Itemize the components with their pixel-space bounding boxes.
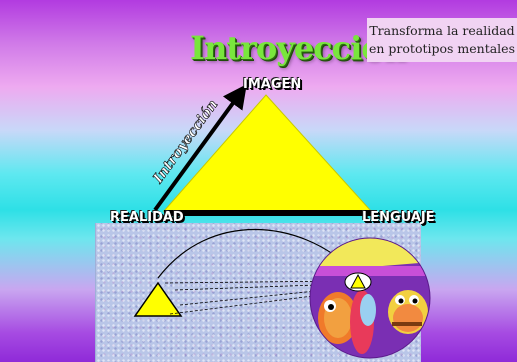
triangle-base-bar — [164, 210, 371, 216]
label-realidad: REALIDAD — [110, 210, 184, 225]
note-line-2: en prototipos mentales — [369, 41, 515, 56]
curved-arrow — [157, 228, 352, 279]
label-lenguaje: LENGUAJE — [362, 210, 435, 225]
small-triangle — [133, 281, 183, 317]
introjection-arrow — [153, 84, 247, 212]
note-line-1: Transforma la realidad — [369, 23, 515, 38]
mental-image-triangle — [350, 273, 366, 289]
label-imagen: IMAGEN — [243, 77, 302, 92]
cartoon-circle — [310, 238, 430, 358]
definition-note: Transforma la realidad en prototipos men… — [367, 18, 517, 62]
